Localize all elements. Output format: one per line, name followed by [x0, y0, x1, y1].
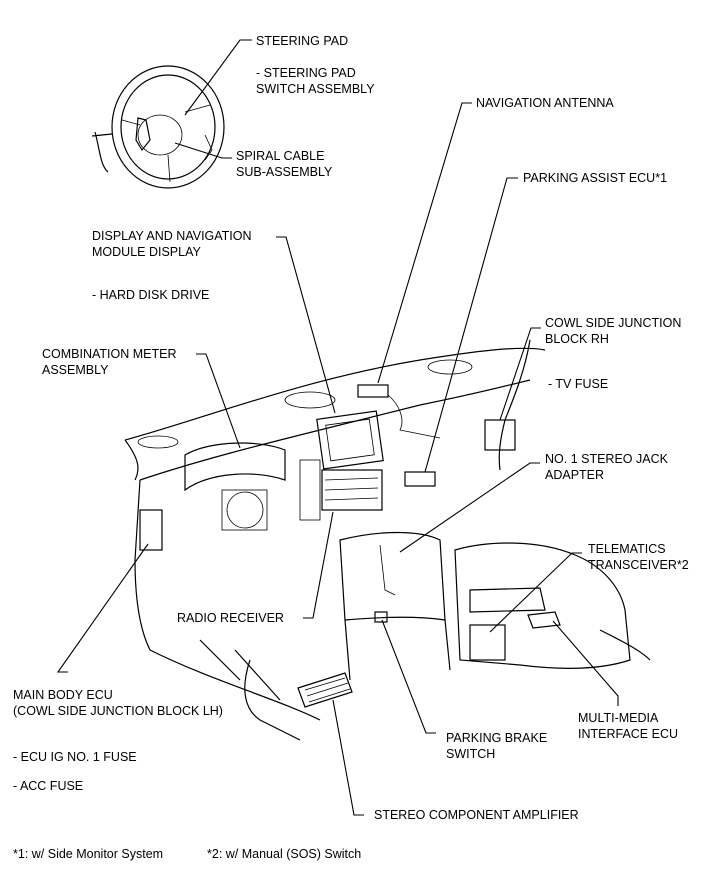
leader-lines	[56, 39, 619, 816]
label-parking-brake-switch: PARKING BRAKE SWITCH	[446, 731, 548, 761]
label-tv-fuse: - TV FUSE	[548, 377, 609, 391]
label-combination-meter: COMBINATION METER ASSEMBLY	[42, 347, 177, 377]
label-spiral-cable: SPIRAL CABLE SUB-ASSEMBLY	[236, 149, 333, 179]
label-stereo-component-amplifier: STEREO COMPONENT AMPLIFIER	[374, 808, 579, 822]
label-stereo-jack-adapter: NO. 1 STEREO JACK ADAPTER	[545, 452, 668, 482]
footnote-side-monitor: *1: w/ Side Monitor System	[13, 847, 164, 861]
label-main-body-ecu: MAIN BODY ECU (COWL SIDE JUNCTION BLOCK …	[13, 688, 223, 718]
dashboard-drawing	[124, 339, 651, 741]
label-ecu-ig-fuse: - ECU IG NO. 1 FUSE	[13, 750, 137, 764]
footnote-manual-sos: *2: w/ Manual (SOS) Switch	[207, 847, 362, 861]
label-display-navigation-module: DISPLAY AND NAVIGATION MODULE DISPLAY	[92, 229, 252, 259]
label-navigation-antenna: NAVIGATION ANTENNA	[476, 96, 614, 110]
label-multimedia-interface-ecu: MULTI-MEDIA INTERFACE ECU	[578, 711, 679, 741]
label-cowl-side-junction-block-rh: COWL SIDE JUNCTION BLOCK RH	[545, 316, 682, 346]
label-hard-disk-drive: - HARD DISK DRIVE	[92, 288, 210, 302]
label-steering-pad: STEERING PAD	[256, 34, 349, 48]
label-acc-fuse: - ACC FUSE	[13, 779, 84, 793]
label-radio-receiver: RADIO RECEIVER	[177, 611, 284, 625]
label-steering-pad-switch-assembly: - STEERING PAD SWITCH ASSEMBLY	[256, 66, 375, 96]
label-parking-assist-ecu: PARKING ASSIST ECU*1	[523, 171, 668, 185]
label-telematics-transceiver: TELEMATICS TRANSCEIVER*2	[588, 542, 689, 572]
steering-wheel-drawing	[91, 65, 225, 189]
